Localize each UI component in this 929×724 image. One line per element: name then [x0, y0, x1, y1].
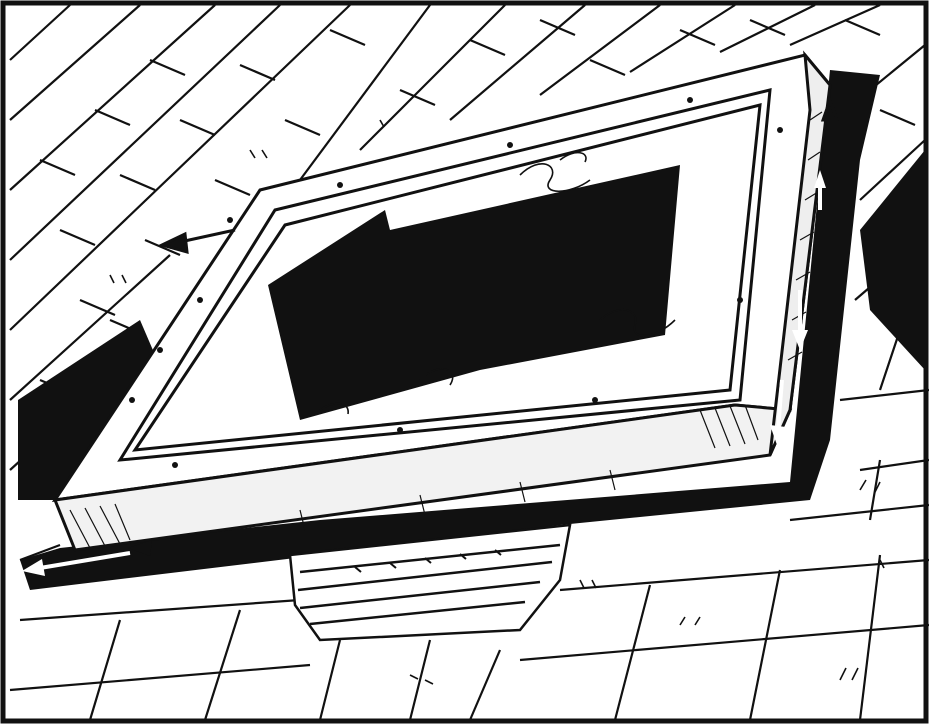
skylight-roof-illustration — [0, 0, 929, 724]
illustration-canvas — [0, 0, 929, 724]
